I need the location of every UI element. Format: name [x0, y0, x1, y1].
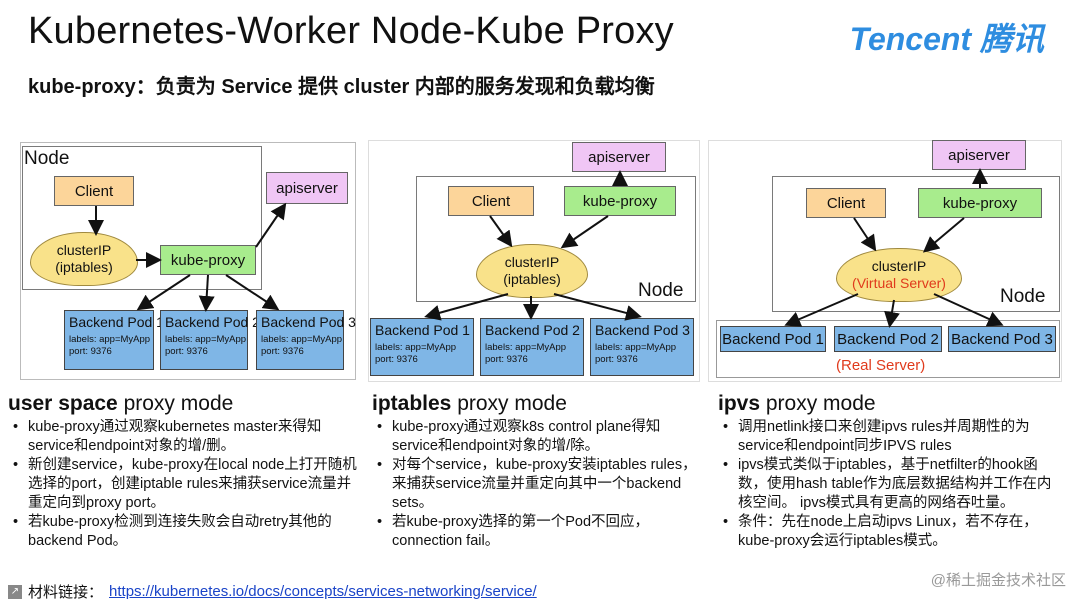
node-label: Node — [1000, 286, 1046, 307]
pod-port: port: 9376 — [375, 354, 418, 365]
arrow-client-to-clusterip — [489, 215, 513, 248]
userspace-bullets: kube-proxy通过观察kubernetes master来得知servic… — [8, 418, 363, 551]
cluster-ip-label: clusterIP — [504, 254, 560, 270]
page-title: Kubernetes-Worker Node-Kube Proxy — [28, 10, 674, 52]
backend-pod-1: Backend Pod 1 labels: app=MyApp port: 93… — [64, 310, 164, 370]
backend-pod-1: Backend Pod 1 labels: app=MyApp port: 93… — [370, 318, 474, 376]
ipvs-heading: ipvs proxy mode — [718, 392, 1058, 416]
pod-labels: labels: app=MyApp — [261, 334, 343, 345]
backend-pod-1: Backend Pod 1 — [720, 326, 826, 352]
arrow-clusterip-to-pod1 — [784, 293, 859, 327]
cluster-ip-cloud: clusterIP (iptables) — [476, 244, 588, 298]
userspace-arrows — [88, 202, 287, 312]
backend-pod-3: Backend Pod 3 — [948, 326, 1056, 352]
list-item: 若kube-proxy检测到连接失败会自动retry其他的backend Pod… — [13, 513, 363, 551]
virtual-server-label: (Virtual Server) — [852, 275, 946, 291]
cluster-ip-sublabel: (iptables) — [503, 271, 561, 287]
real-server-label: (Real Server) — [836, 357, 926, 374]
ipvs-arrows — [784, 168, 1004, 328]
footer: ↗ 材料链接： https://kubernetes.io/docs/conce… — [8, 581, 537, 602]
list-item: 对每个service，kube-proxy安装iptables rules，来捕… — [377, 456, 697, 513]
userspace-diagram: Node Client apiserver clusterIP (iptable… — [20, 142, 356, 380]
backend-pod-2: Backend Pod 2 labels: app=MyApp port: 93… — [480, 318, 584, 376]
cluster-ip-cloud: clusterIP (Virtual Server) — [836, 248, 962, 302]
iptables-arrows — [424, 170, 642, 321]
list-item: 条件：先在node上启动ipvs Linux，若不存在， kube-proxy会… — [723, 513, 1058, 551]
cluster-ip-cloud: clusterIP (iptables) — [30, 232, 138, 286]
kube-proxy-box: kube-proxy — [160, 245, 256, 275]
heading-rest: proxy mode — [760, 392, 876, 415]
pod-port: port: 9376 — [485, 354, 528, 365]
brand-logo: Tencent 腾讯 — [849, 21, 1044, 57]
backend-pod-3: Backend Pod 3 labels: app=MyApp port: 93… — [256, 310, 356, 370]
page-subtitle: kube-proxy：负责为 Service 提供 cluster 内部的服务发… — [28, 76, 655, 98]
watermark: @稀土掘金技术社区 — [930, 572, 1066, 589]
list-item: 新创建service，kube-proxy在local node上打开随机选择的… — [13, 456, 363, 513]
client-box: Client — [448, 186, 534, 216]
pod-name: Backend Pod 1 — [375, 322, 470, 338]
arrow-kubeproxy-to-pod1 — [136, 274, 191, 311]
iptables-heading: iptables proxy mode — [372, 392, 697, 416]
apiserver-box: apiserver — [266, 172, 348, 204]
arrow-kubeproxy-to-apiserver — [255, 202, 287, 248]
cluster-ip-label: clusterIP — [871, 258, 927, 274]
kube-proxy-box: kube-proxy — [918, 188, 1042, 218]
client-box: Client — [54, 176, 134, 206]
ipvs-column: ipvs proxy mode 调用netlink接口来创建ipvs rules… — [718, 392, 1058, 551]
heading-bold: ipvs — [718, 392, 761, 415]
userspace-heading: user space proxy mode — [8, 392, 363, 416]
arrow-clusterip-to-pod2 — [884, 299, 900, 328]
iptables-column: iptables proxy mode kube-proxy通过观察k8s co… — [372, 392, 697, 551]
pod-port: port: 9376 — [165, 346, 208, 357]
arrow-clusterip-to-pod3 — [933, 293, 1004, 327]
iptables-bullets: kube-proxy通过观察k8s control plane得知service… — [372, 418, 697, 551]
list-item: ipvs模式类似于iptables，基于netfilter的hook函数，使用h… — [723, 456, 1058, 513]
arrow-kubeproxy-to-pod3 — [225, 274, 280, 311]
pod-name: Backend Pod 2 — [485, 322, 580, 338]
pod-labels: labels: app=MyApp — [69, 334, 151, 345]
pod-labels: labels: app=MyApp — [485, 342, 567, 353]
heading-bold: iptables — [372, 392, 452, 415]
arrow-kubeproxy-to-clusterip — [922, 217, 965, 253]
node-label: Node — [638, 280, 684, 301]
node-label: Node — [24, 148, 70, 169]
heading-bold: user space — [8, 392, 118, 415]
link-icon: ↗ — [8, 584, 22, 599]
list-item: kube-proxy通过观察k8s control plane得知service… — [377, 418, 697, 456]
arrow-clusterip-to-pod1 — [424, 293, 509, 321]
pod-name: Backend Pod 2 — [165, 314, 260, 330]
userspace-column: user space proxy mode kube-proxy通过观察kube… — [8, 392, 363, 551]
cluster-ip-label: clusterIP — [56, 242, 112, 258]
arrow-kubeproxy-to-pod2 — [198, 274, 215, 312]
iptables-diagram: Node apiserver Client kube-proxy cluster… — [368, 140, 700, 382]
pod-port: port: 9376 — [261, 346, 304, 357]
list-item: 若kube-proxy选择的第一个Pod不回应，connection fail。 — [377, 513, 697, 551]
backend-pod-3: Backend Pod 3 labels: app=MyApp port: 93… — [590, 318, 694, 376]
client-box: Client — [806, 188, 886, 218]
pod-labels: labels: app=MyApp — [375, 342, 457, 353]
heading-rest: proxy mode — [117, 392, 234, 415]
list-item: 调用netlink接口来创建ipvs rules并周期性的为service和en… — [723, 418, 1058, 456]
pod-port: port: 9376 — [595, 354, 638, 365]
apiserver-box: apiserver — [932, 140, 1026, 170]
heading-rest: proxy mode — [451, 392, 567, 415]
reference-link[interactable]: https://kubernetes.io/docs/concepts/serv… — [109, 583, 537, 600]
kube-proxy-box: kube-proxy — [564, 186, 676, 216]
pod-name: Backend Pod 3 — [595, 322, 690, 338]
pod-name: Backend Pod 3 — [261, 314, 356, 330]
arrow-client-to-clusterip — [853, 217, 877, 252]
pod-labels: labels: app=MyApp — [165, 334, 247, 345]
ipvs-diagram: Node apiserver Client kube-proxy cluster… — [708, 140, 1062, 382]
pod-port: port: 9376 — [69, 346, 112, 357]
pod-name: Backend Pod 1 — [69, 314, 164, 330]
footer-label: 材料链接： — [28, 584, 104, 601]
backend-pod-2: Backend Pod 2 — [834, 326, 942, 352]
cluster-ip-sublabel: (iptables) — [55, 259, 113, 275]
pod-labels: labels: app=MyApp — [595, 342, 677, 353]
arrow-clusterip-to-pod3 — [553, 293, 642, 321]
arrow-kubeproxy-to-clusterip — [560, 215, 609, 249]
ipvs-bullets: 调用netlink接口来创建ipvs rules并周期性的为service和en… — [718, 418, 1058, 551]
list-item: kube-proxy通过观察kubernetes master来得知servic… — [13, 418, 363, 456]
backend-pod-2: Backend Pod 2 labels: app=MyApp port: 93… — [160, 310, 260, 370]
